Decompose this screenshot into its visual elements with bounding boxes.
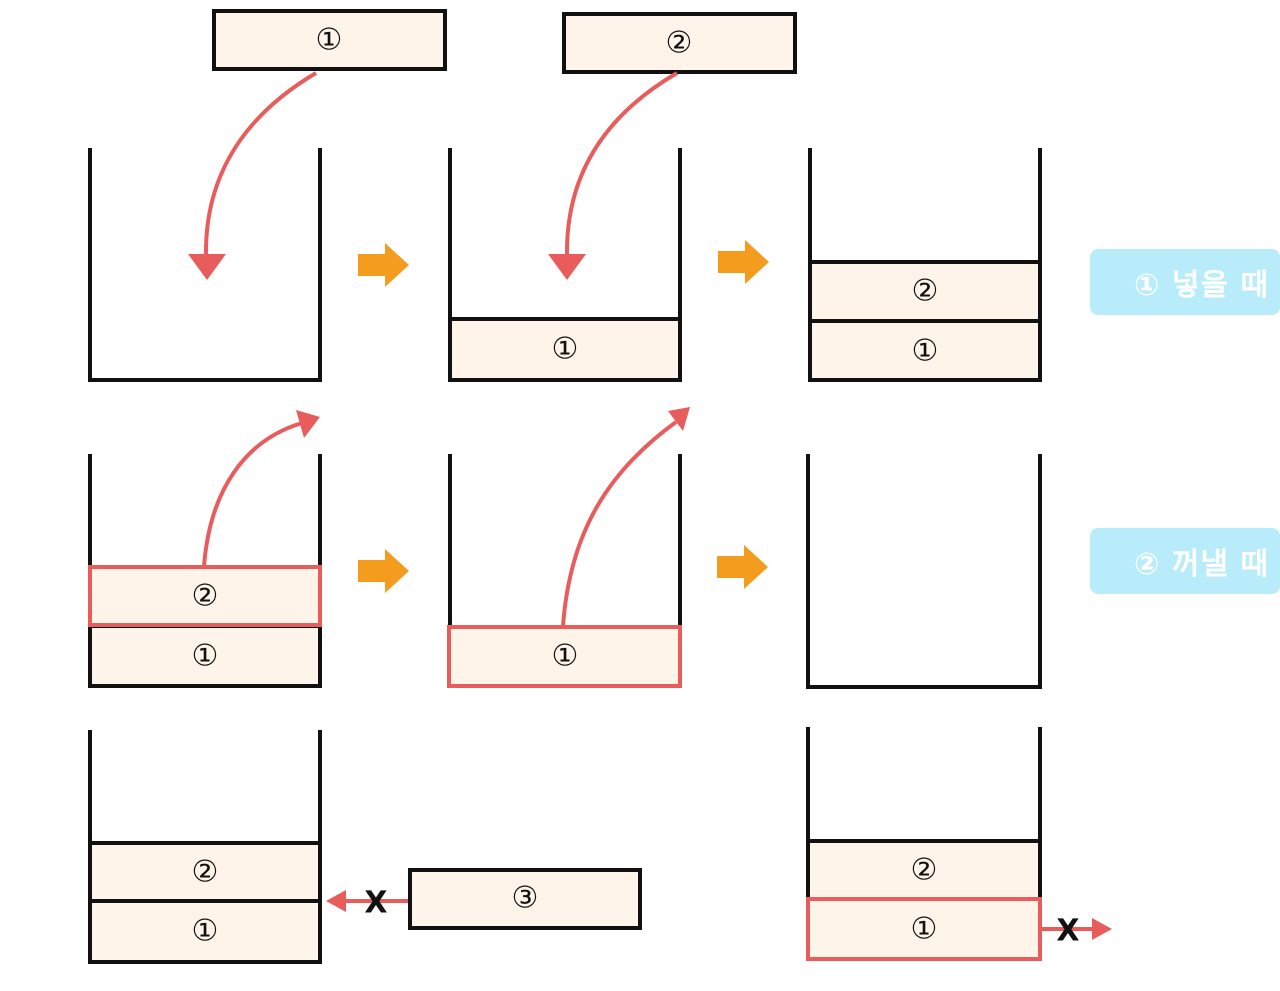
blocked-push-x: X — [364, 886, 387, 921]
pop-badge: ② 꺼낼 때 — [1090, 528, 1280, 594]
blocked-push-arrow: X — [326, 886, 408, 921]
stack-item-1-label: ① — [192, 914, 219, 949]
incoming-box-3: ③ — [408, 868, 642, 930]
stack-item-2: ② — [808, 260, 1042, 323]
stack-container-r2-3 — [806, 454, 1042, 689]
stack-item-1: ① — [88, 899, 322, 964]
stack-item-1-label: ① — [192, 639, 219, 674]
pop-arrow-2 — [561, 407, 690, 627]
incoming-box-3-label: ③ — [512, 881, 539, 916]
push-arrow-1 — [188, 71, 318, 280]
flow-arrow-r1-2 — [718, 240, 769, 284]
stack-item-2: ② — [88, 841, 322, 903]
stack-item-1: ① — [808, 319, 1042, 382]
stack-item-1-popping: ① — [447, 625, 682, 688]
stack-item-1: ① — [448, 317, 682, 382]
blocked-pop-x: X — [1056, 914, 1079, 949]
flow-arrow-r2-1 — [358, 549, 409, 593]
push-badge: ① 넣을 때 — [1090, 249, 1280, 315]
pop-badge-label: ② 꺼낼 때 — [1134, 547, 1270, 582]
stack-item-1-label: ① — [552, 332, 579, 367]
stack-item-2-popping: ② — [88, 565, 322, 627]
push-arrow-2 — [548, 71, 679, 280]
stack-item-2-label: ② — [192, 855, 219, 890]
stack-item-1-label: ① — [912, 334, 939, 369]
stack-item-1: ① — [88, 624, 322, 688]
blocked-pop-arrow: X — [1042, 914, 1112, 949]
stack-item-1-blocked: ① — [806, 897, 1042, 961]
incoming-box-2-label: ② — [666, 26, 693, 61]
stack-item-2-label: ② — [911, 853, 938, 888]
pop-arrow-1 — [202, 410, 320, 567]
stack-item-1-label: ① — [552, 639, 579, 674]
stack-item-2-label: ② — [192, 579, 219, 614]
stack-item-2: ② — [806, 839, 1042, 901]
stack-item-1-label: ① — [911, 912, 938, 947]
flow-arrow-r1-1 — [358, 243, 409, 287]
incoming-box-2: ② — [562, 12, 797, 74]
incoming-box-1: ① — [212, 9, 447, 71]
stack-container-r1-1 — [88, 148, 322, 382]
flow-arrow-r2-2 — [717, 545, 768, 589]
stack-item-2-label: ② — [912, 274, 939, 309]
incoming-box-1-label: ① — [316, 23, 343, 58]
push-badge-label: ① 넣을 때 — [1134, 268, 1270, 303]
